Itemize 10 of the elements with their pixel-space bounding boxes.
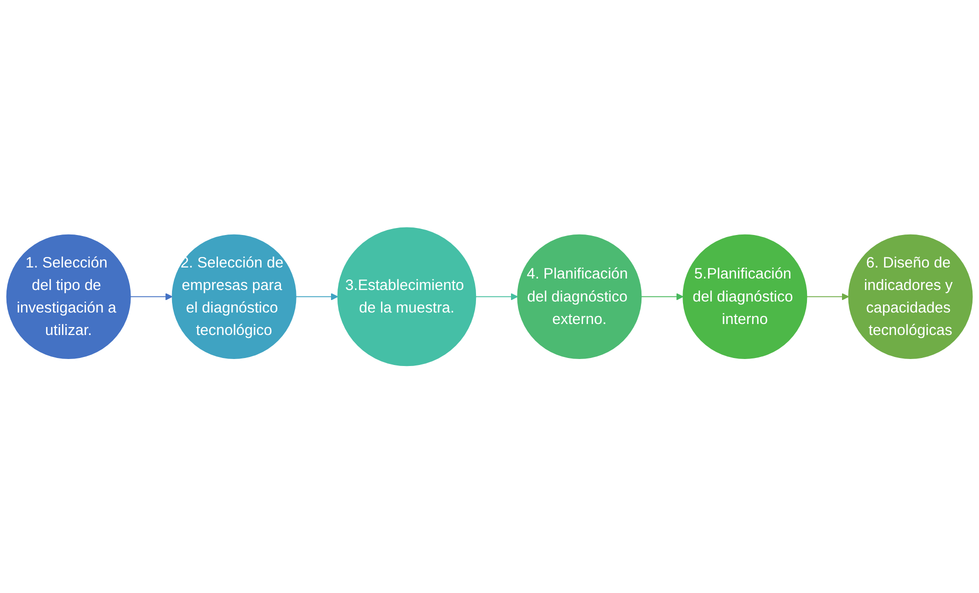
arrow bbox=[130, 292, 173, 300]
node-circle: 6. Diseño de indicadores y capacidades tecnológicas bbox=[848, 234, 973, 359]
node-circle: 4. Planificación del diagnóstico externo. bbox=[517, 234, 642, 359]
node-circle: 1. Selección del tipo de investigación a utilizar. bbox=[6, 234, 131, 359]
arrow bbox=[640, 292, 684, 300]
arrow bbox=[296, 292, 338, 300]
arrow bbox=[475, 292, 518, 300]
node-circle: 5.Planificación del diagnóstico interno bbox=[682, 234, 808, 359]
arrow bbox=[806, 292, 849, 300]
node-circle: 3.Establecimiento de la muestra. bbox=[337, 227, 476, 366]
